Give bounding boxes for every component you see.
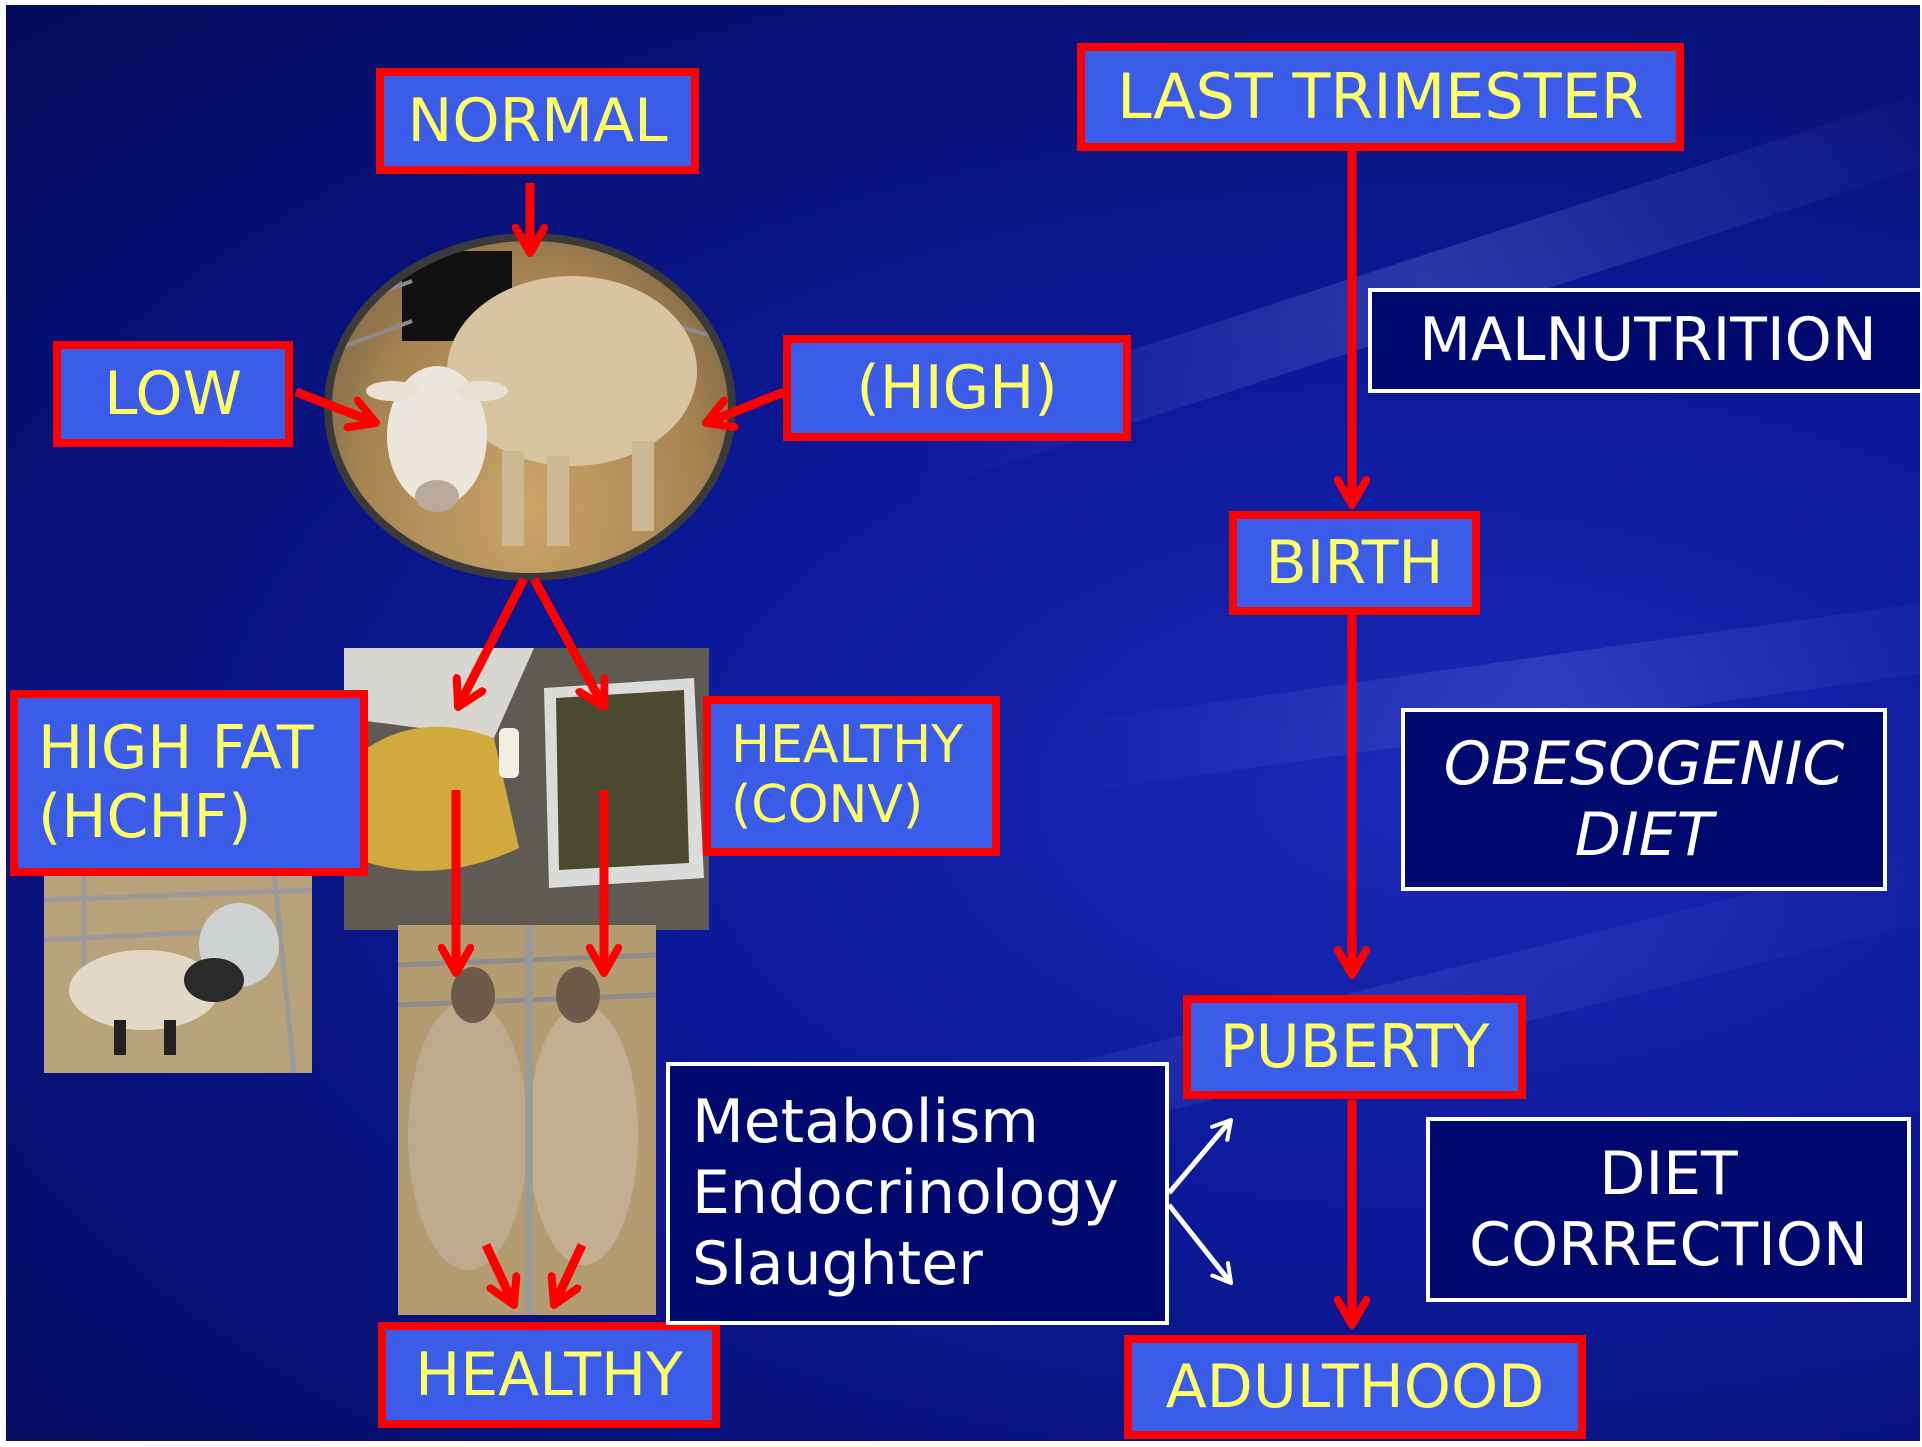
- label-high: (HIGH): [783, 335, 1131, 441]
- diagram-canvas: NORMAL LOW (HIGH) HIGH FAT (HCHF) HEALTH…: [6, 5, 1920, 1441]
- label-adulthood: ADULTHOOD: [1124, 1335, 1586, 1439]
- note-methods: Metabolism Endocrinology Slaughter: [666, 1062, 1169, 1325]
- arrow-low-to-ewe: [296, 392, 376, 423]
- label-healthy: HEALTHY: [378, 1322, 720, 1428]
- arrow-methods-to-adulthood: [1169, 1205, 1231, 1283]
- label-last-trimester: LAST TRIMESTER: [1077, 43, 1684, 151]
- note-diet-correction: DIET CORRECTION: [1426, 1117, 1911, 1302]
- label-puberty: PUBERTY: [1183, 995, 1526, 1099]
- arrow-methods-to-puberty: [1169, 1120, 1231, 1193]
- label-normal: NORMAL: [376, 68, 699, 174]
- note-obesogenic-diet: OBESOGENIC DIET: [1401, 708, 1887, 891]
- label-healthy-conv: HEALTHY (CONV): [703, 696, 1000, 856]
- note-malnutrition: MALNUTRITION: [1368, 288, 1920, 393]
- arrow-high-to-ewe: [706, 392, 784, 423]
- arrow-sheep-left-to-healthy: [486, 1245, 514, 1305]
- arrow-sheep-right-to-healthy: [554, 1245, 582, 1305]
- label-high-fat: HIGH FAT (HCHF): [10, 690, 368, 876]
- arrow-ewe-to-concentrate: [458, 579, 524, 707]
- label-birth: BIRTH: [1229, 511, 1480, 615]
- label-low: LOW: [53, 341, 293, 447]
- arrow-ewe-to-hay: [534, 579, 604, 707]
